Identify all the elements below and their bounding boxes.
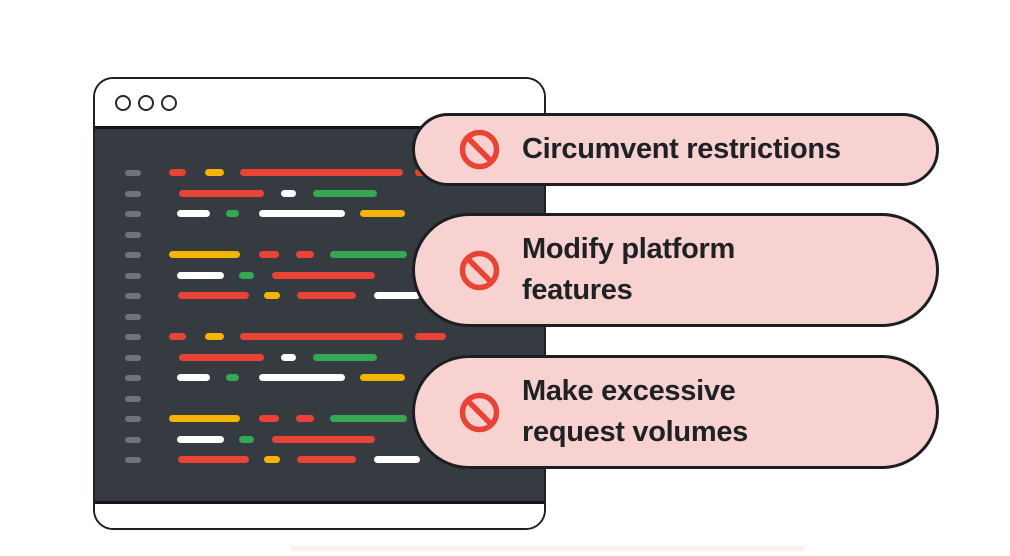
- code-line: [95, 251, 544, 258]
- code-token-green: [226, 374, 239, 381]
- callout-modify-platform-features: Modify platform features: [412, 213, 939, 327]
- code-token-red: [240, 333, 403, 340]
- code-token-white: [177, 374, 210, 381]
- code-token-yellow: [264, 456, 280, 463]
- code-line: [95, 395, 544, 402]
- code-token-green: [239, 272, 254, 279]
- code-token-yellow: [360, 210, 405, 217]
- callout-make-excessive-request-volumes: Make excessive request volumes: [412, 355, 939, 469]
- code-token-red: [272, 436, 375, 443]
- code-token-red: [169, 333, 186, 340]
- gutter-mark: [125, 456, 141, 463]
- gutter-mark: [125, 190, 141, 197]
- gutter-mark: [125, 333, 141, 340]
- code-token-white: [281, 354, 296, 361]
- code-token-green: [330, 251, 407, 258]
- code-line: [95, 210, 544, 217]
- code-token-green: [313, 354, 377, 361]
- window-titlebar: [95, 79, 544, 126]
- callout-circumvent-restrictions: Circumvent restrictions: [412, 113, 939, 186]
- code-token-red: [169, 169, 186, 176]
- gutter-mark: [125, 415, 141, 422]
- code-token-red: [296, 251, 314, 258]
- code-token-yellow: [205, 333, 224, 340]
- window-control-dot: [138, 94, 154, 111]
- code-token-red: [297, 292, 356, 299]
- no-entry-icon: [459, 129, 500, 170]
- code-token-yellow: [169, 251, 240, 258]
- code-token-red: [296, 415, 314, 422]
- code-token-green: [313, 190, 377, 197]
- gutter-mark: [125, 272, 141, 279]
- code-token-white: [259, 210, 345, 217]
- code-token-red: [272, 272, 375, 279]
- code-token-yellow: [205, 169, 224, 176]
- gutter-mark: [125, 210, 141, 217]
- code-token-yellow: [169, 415, 240, 422]
- code-line: [95, 354, 544, 361]
- window-footer: [95, 505, 544, 528]
- gutter-mark: [125, 169, 141, 176]
- code-token-green: [226, 210, 239, 217]
- code-line: [95, 374, 544, 381]
- gutter-mark: [125, 395, 141, 402]
- gutter-mark: [125, 354, 141, 361]
- code-line: [95, 415, 544, 422]
- code-line: [95, 313, 544, 320]
- callout-label: Make excessive request volumes: [522, 374, 748, 448]
- code-line: [95, 436, 544, 443]
- code-line: [95, 190, 544, 197]
- gutter-mark: [125, 251, 141, 258]
- code-token-red: [240, 169, 403, 176]
- callout-label: Circumvent restrictions: [522, 132, 841, 165]
- gutter-mark: [125, 231, 141, 238]
- code-token-white: [259, 374, 345, 381]
- no-entry-icon: [459, 392, 500, 433]
- code-token-red: [179, 354, 264, 361]
- gutter-mark: [125, 292, 141, 299]
- code-token-red: [178, 292, 249, 299]
- code-token-white: [374, 456, 420, 463]
- gutter-mark: [125, 436, 141, 443]
- code-token-green: [239, 436, 254, 443]
- code-token-red: [259, 415, 279, 422]
- code-line: [95, 456, 544, 463]
- code-token-white: [177, 436, 224, 443]
- gutter-mark: [125, 374, 141, 381]
- code-line: [95, 292, 544, 299]
- code-token-red: [259, 251, 279, 258]
- code-token-yellow: [264, 292, 280, 299]
- code-token-white: [374, 292, 420, 299]
- code-line: [95, 231, 544, 238]
- code-token-white: [177, 272, 224, 279]
- code-token-green: [330, 415, 407, 422]
- code-token-red: [178, 456, 249, 463]
- window-control-dot: [115, 94, 131, 111]
- faint-bottom-strip: [290, 546, 805, 551]
- no-entry-icon: [459, 250, 500, 291]
- code-line: [95, 333, 544, 340]
- code-token-red: [179, 190, 264, 197]
- code-token-red: [415, 333, 446, 340]
- window-control-dot: [161, 94, 177, 111]
- code-token-red: [297, 456, 356, 463]
- code-line: [95, 272, 544, 279]
- gutter-mark: [125, 313, 141, 320]
- code-token-white: [177, 210, 210, 217]
- code-token-white: [281, 190, 296, 197]
- code-token-yellow: [360, 374, 405, 381]
- callout-label: Modify platform features: [522, 232, 735, 306]
